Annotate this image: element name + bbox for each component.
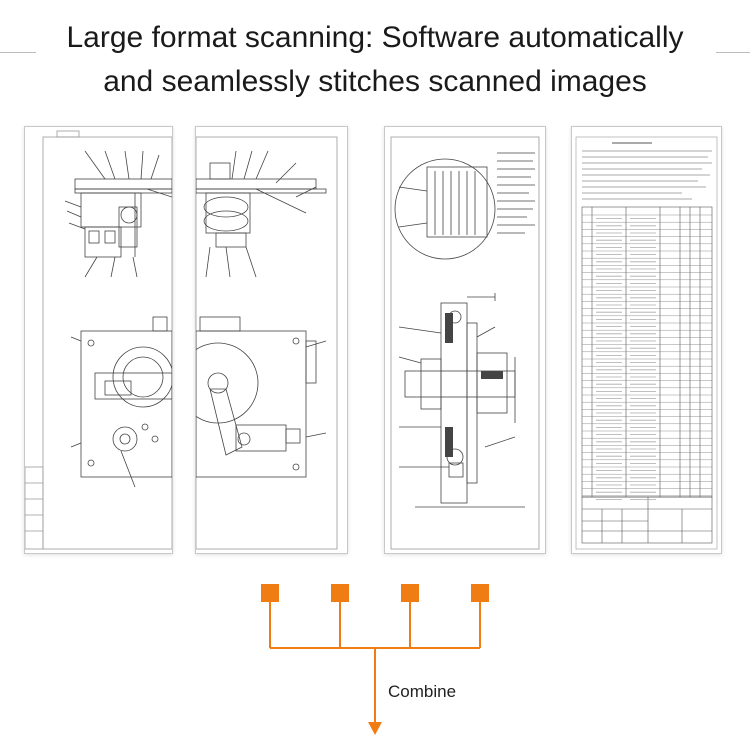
connector-node-2 bbox=[331, 584, 349, 602]
drawing-parts-list bbox=[575, 136, 718, 550]
title-line-1: Large format scanning: Software automati… bbox=[66, 21, 684, 54]
title-rule-left bbox=[0, 52, 36, 53]
scan-strip-3 bbox=[384, 126, 546, 554]
down-arrow-icon bbox=[368, 722, 382, 735]
title-rule-right bbox=[716, 52, 750, 53]
page-title: Large format scanning: Software automati… bbox=[0, 16, 750, 104]
scan-strip-1 bbox=[24, 126, 173, 554]
drawing-left-half bbox=[25, 130, 172, 550]
scan-strip-2 bbox=[195, 126, 348, 554]
connector-node-3 bbox=[401, 584, 419, 602]
title-line-2: and seamlessly stitches scanned images bbox=[103, 65, 647, 98]
parts-table-rows bbox=[582, 214, 712, 500]
combine-label: Combine bbox=[388, 682, 457, 701]
drawing-section-view bbox=[390, 136, 540, 550]
connector-node-4 bbox=[471, 584, 489, 602]
scan-strip-4 bbox=[571, 126, 722, 554]
connector-node-1 bbox=[261, 584, 279, 602]
drawing-right-half bbox=[196, 136, 338, 550]
